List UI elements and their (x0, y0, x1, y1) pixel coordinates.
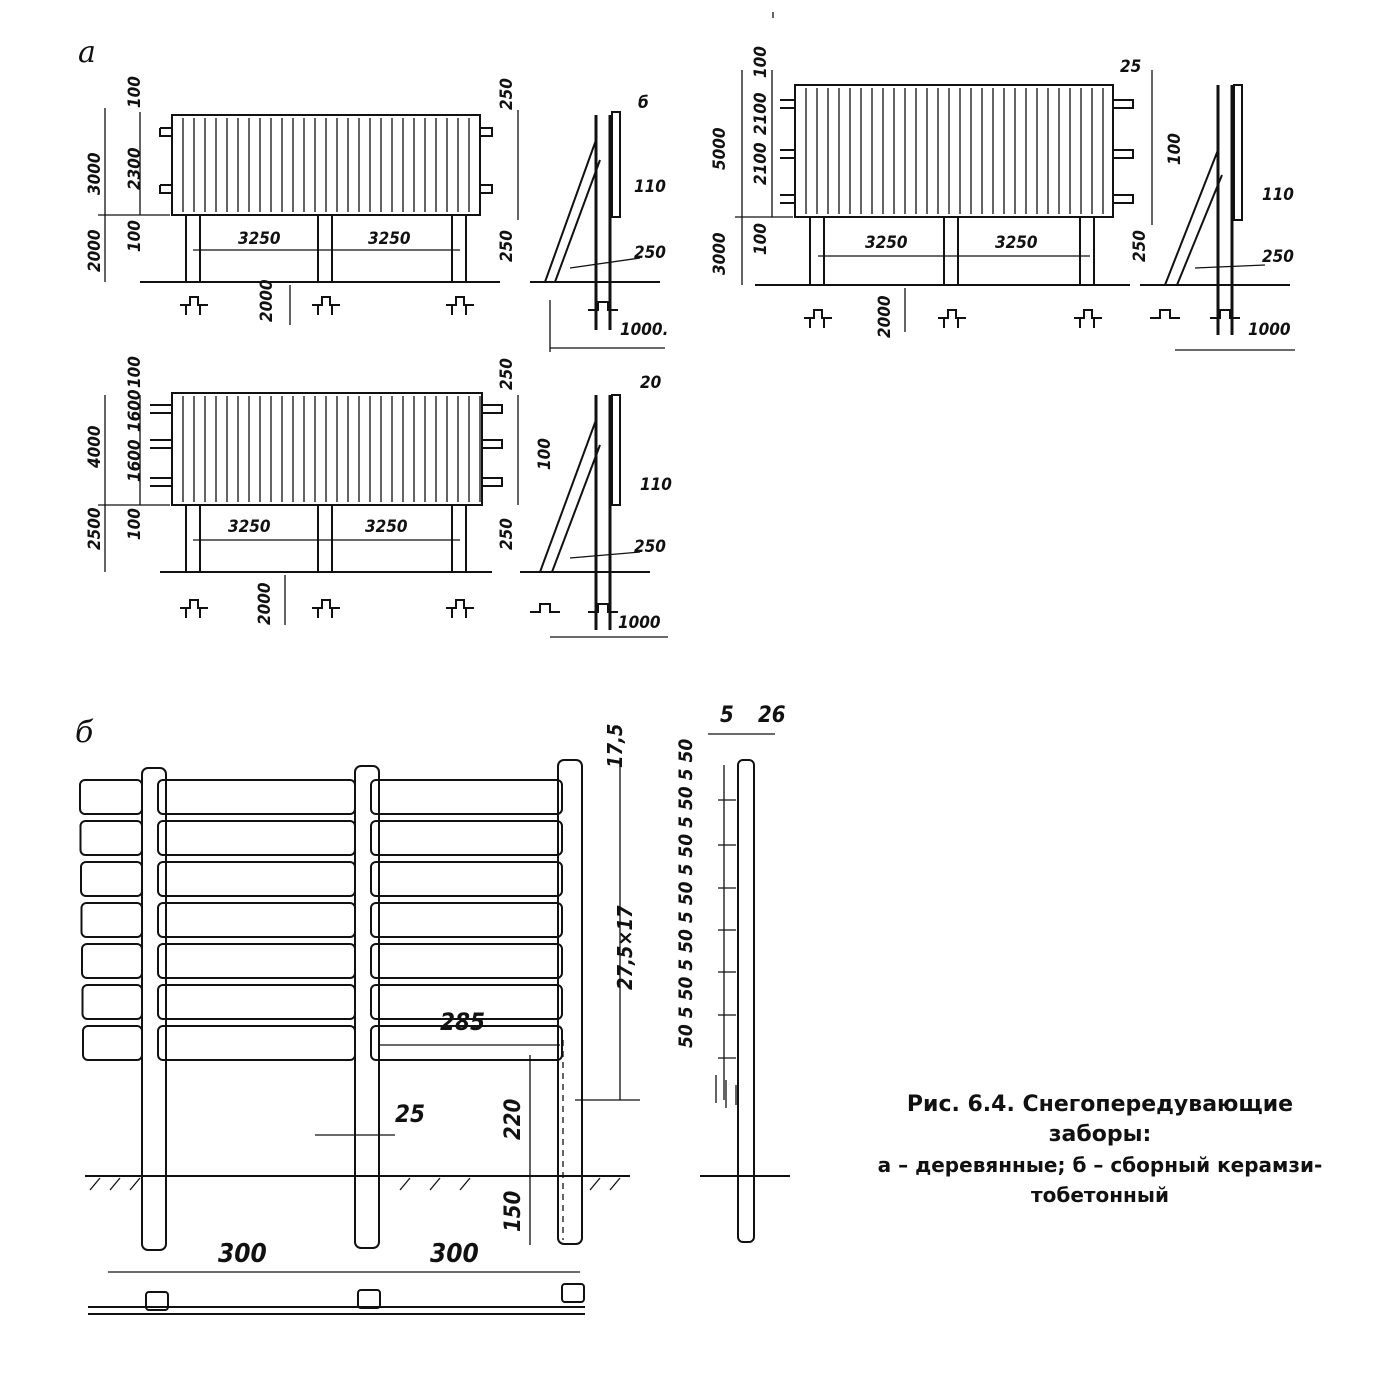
caption-line-3: а – деревянные; б – сборный керамзи- (877, 1153, 1323, 1177)
concrete-slat (80, 861, 143, 897)
fence-2-side-110: 110 (1262, 185, 1294, 205)
fence-1-left-below: 2000 (85, 229, 105, 272)
fence-1-span-1: 3250 (238, 229, 281, 249)
fence-3-left-bottom: 100 (125, 508, 145, 540)
concrete-post-width: 25 (395, 1100, 425, 1128)
concrete-slat (370, 779, 563, 815)
fence-3-right-mid: 100 (535, 438, 555, 470)
concrete-slat (370, 1025, 563, 1061)
fence-1-left-top: 100 (125, 76, 145, 108)
fence-3-side: 20 110 250 1000 (520, 373, 672, 638)
concrete-slat (370, 984, 563, 1020)
fence-2-left-bottom: 100 (751, 223, 771, 255)
concrete-side-stack: 50 5 50 5 50 5 50 5 50 5 50 5 50 (675, 739, 697, 1048)
fence-3-side-250: 250 (634, 537, 666, 557)
fence-1-left-h1: 2300 (125, 147, 145, 190)
concrete-slat-pitch: 27,5×17 (613, 905, 637, 990)
concrete-slat (82, 1025, 143, 1061)
fence-1-left-bottom: 100 (125, 220, 145, 252)
fence-2-left-total: 5000 (710, 127, 730, 170)
concrete-slat (157, 943, 356, 979)
caption-line-1: Рис. 6.4. Снегопередувающие (906, 1092, 1294, 1117)
fence-1-right-top: 250 (497, 78, 517, 110)
concrete-fence-side: 5 26 50 5 50 5 50 5 50 5 50 5 50 5 50 (675, 703, 790, 1243)
caption-line-4: тобетонный (1031, 1183, 1169, 1207)
concrete-slats (79, 779, 563, 1061)
fence-1-right-bottom: 250 (497, 230, 517, 262)
concrete-slat (370, 820, 563, 856)
fence-3-left-top: 100 (125, 356, 145, 388)
fence-1-front: 3250 3250 2000 100 2300 3000 100 2000 25… (85, 76, 519, 325)
fence-2-right-bottom: 250 (1130, 230, 1150, 262)
concrete-slat (81, 984, 143, 1020)
concrete-above-ground: 220 (501, 1098, 526, 1140)
fence-3-front: 3250 3250 2000 100 1600 1600 4000 100 25… (85, 356, 555, 625)
fence-2-slats (805, 88, 1104, 214)
fence-2-span-2: 3250 (995, 233, 1038, 253)
fence-3-depth: 2000 (255, 582, 275, 625)
fence-3-left-h2: 1600 (125, 439, 145, 482)
fence-1-depth: 2000 (257, 279, 277, 322)
concrete-slat (157, 984, 356, 1020)
concrete-slat (157, 902, 356, 938)
concrete-slat (79, 820, 143, 856)
fence-2-right-top: 25 (1120, 57, 1141, 77)
fence-2-left-h2: 2100 (751, 142, 771, 185)
concrete-top-offset: 17,5 (603, 724, 627, 768)
fence-2-side-1000: 1000 (1248, 320, 1291, 340)
fence-3-span-2: 3250 (365, 517, 408, 537)
concrete-slat-length: 285 (440, 1008, 485, 1036)
fence-2-side: 110 250 1000 (1140, 84, 1295, 351)
caption-line-2: заборы: (1048, 1122, 1152, 1147)
fence-3-right-top: 250 (497, 358, 517, 390)
fence-3-side-110: 110 (640, 475, 672, 495)
fence-2-front: 3250 3250 2000 100 2100 2100 5000 100 30… (710, 46, 1185, 338)
fence-2-side-250: 250 (1262, 247, 1294, 267)
fence-1-slats (182, 118, 470, 212)
fence-1-side-110: 110 (634, 177, 666, 197)
concrete-slat (370, 943, 563, 979)
concrete-slat (81, 943, 143, 979)
concrete-slat (157, 861, 356, 897)
fence-1-left-total: 3000 (85, 152, 105, 195)
fence-1-span-2: 3250 (368, 229, 411, 249)
concrete-slat (157, 779, 356, 815)
panel-label-b: б (75, 715, 94, 750)
fence-2-depth: 2000 (875, 295, 895, 338)
concrete-slat (157, 820, 356, 856)
fence-2-left-h1: 2100 (751, 92, 771, 135)
fence-3-side-20: 20 (640, 373, 662, 393)
fence-3-side-1000: 1000 (618, 613, 661, 633)
fence-3-left-below: 2500 (85, 507, 105, 550)
fence-3-left-h1: 1600 (125, 389, 145, 432)
concrete-fence-front: 17,5 27,5×17 285 25 220 150 300 300 (79, 724, 640, 1315)
fence-3-left-total: 4000 (85, 425, 105, 469)
figure-caption: Рис. 6.4. Снегопередувающие заборы: а – … (840, 1090, 1360, 1210)
fence-3-slats (182, 396, 481, 502)
panel-label-a: a (78, 35, 96, 70)
fence-2-span-1: 3250 (865, 233, 908, 253)
concrete-slat (370, 861, 563, 897)
fence-1-side-tag: б (638, 93, 649, 113)
concrete-slat (370, 902, 563, 938)
fence-1-side: б 110 250 1000. (530, 93, 668, 352)
fence-2-left-top: 100 (751, 46, 771, 78)
concrete-slat (80, 902, 143, 938)
concrete-side-w1: 5 (720, 703, 734, 728)
concrete-side-w2: 26 (758, 703, 786, 728)
fence-2-left-below: 3000 (710, 232, 730, 275)
fence-2-right-mid: 100 (1165, 133, 1185, 165)
fence-3-span-1: 3250 (228, 517, 271, 537)
fence-1-side-250: 250 (634, 243, 666, 263)
concrete-span-2: 300 (430, 1239, 479, 1269)
concrete-span-1: 300 (218, 1239, 267, 1269)
concrete-slat (157, 1025, 356, 1061)
concrete-slat (79, 779, 143, 815)
concrete-below-ground: 150 (501, 1190, 526, 1232)
fence-1-side-1000: 1000. (620, 320, 668, 340)
fence-3-right-bottom: 250 (497, 518, 517, 550)
